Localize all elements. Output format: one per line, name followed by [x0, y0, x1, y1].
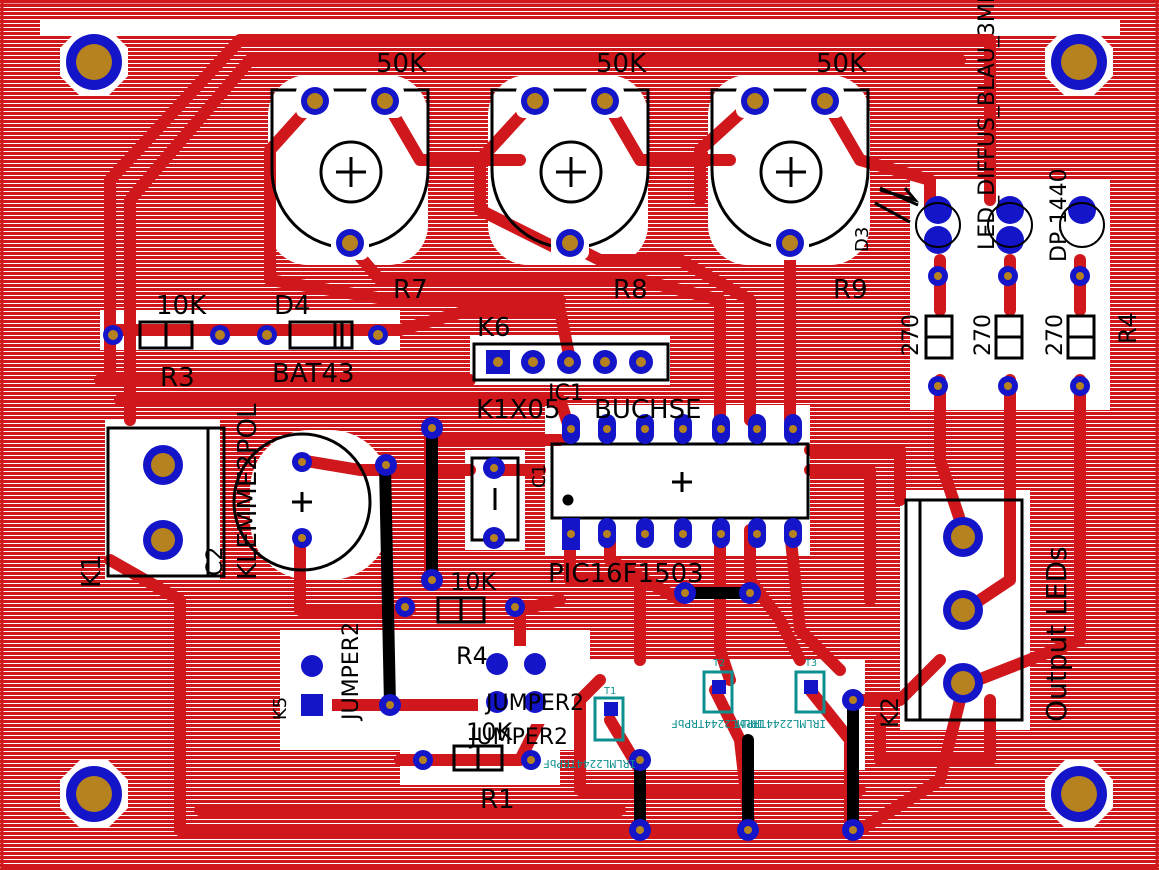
label-t1-value: IRLML2244TRPbF — [543, 757, 636, 770]
label-ic-value: PIC16F1503 — [548, 559, 704, 589]
label-buchse: BUCHSE — [594, 395, 702, 425]
k2-outline — [904, 498, 1024, 722]
label-k6: K6 — [477, 313, 511, 343]
label-t2-value: IRLML2244TRPbF — [671, 717, 764, 730]
k6-outline — [472, 342, 670, 382]
label-r9: R9 — [833, 275, 868, 305]
label-res-270-b: 270 — [971, 314, 996, 356]
label-k6-value: K1X05 — [476, 395, 561, 425]
label-k5: K5 — [270, 697, 291, 720]
pads — [103, 84, 1105, 841]
label-t3: T3 — [805, 658, 817, 669]
label-pot3-value: 50K — [816, 49, 867, 79]
label-t2: T2 — [713, 658, 725, 669]
label-d4: D4 — [274, 291, 311, 321]
mounting-hole-top-left — [60, 28, 128, 96]
mounting-hole-bottom-left — [60, 760, 128, 828]
ic1-outline — [550, 442, 810, 520]
t3-outline — [794, 670, 826, 714]
pad-group-k6 — [486, 350, 653, 374]
label-jumper-mid-a: JUMPER2 — [484, 691, 584, 716]
label-r3-value: 10K — [156, 291, 207, 321]
t1-outline — [593, 696, 625, 742]
label-res-270-c: 270 — [1043, 314, 1068, 356]
label-k1: K1 — [77, 554, 107, 588]
label-t1: T1 — [604, 686, 616, 697]
c2-outline — [232, 432, 372, 572]
transistors — [593, 670, 826, 742]
label-jumper-k5: JUMPER2 — [339, 622, 364, 722]
label-res-270-a: 270 — [899, 314, 924, 356]
label-pot2-value: 50K — [596, 49, 647, 79]
transistor-labels: T1 IRLML2244TRPbF T2 IRLML2244TRPbF T3 I… — [543, 658, 826, 770]
label-r7: R7 — [393, 275, 428, 305]
d4-body — [288, 320, 354, 350]
pad-group-k2 — [943, 517, 983, 703]
label-jumper-mid-b: JUMPER2 — [468, 725, 568, 750]
label-ic1: IC1 — [548, 381, 584, 406]
label-pot1-value: 50K — [376, 49, 427, 79]
mounting-holes — [60, 28, 1113, 828]
label-r4-left-value: 10K — [450, 568, 498, 596]
label-output-leds: Output LEDs — [1040, 546, 1073, 722]
label-r4-right: R4 — [1114, 312, 1142, 344]
label-k2: K2 — [876, 697, 904, 728]
label-k1-value: KLEMME2POL — [233, 403, 263, 580]
k1-outline — [106, 426, 226, 578]
mounting-hole-bottom-right — [1045, 760, 1113, 828]
pad-group-ic1 — [562, 414, 802, 550]
label-led-dp: DP-1440 — [1047, 168, 1072, 262]
led-outlines — [915, 202, 1105, 248]
mounting-hole-top-right — [1045, 28, 1113, 96]
pad-group-jumpers — [292, 646, 818, 724]
pad-group-k1 — [143, 445, 183, 560]
label-r4-left: R4 — [456, 642, 488, 670]
label-d3: D3 — [852, 227, 873, 252]
label-d4-value: BAT43 — [272, 359, 355, 389]
label-r8: R8 — [613, 275, 648, 305]
label-c1: C1 — [529, 464, 550, 488]
label-c2: C2 — [203, 547, 228, 576]
label-r1-value: 10K — [466, 718, 514, 746]
label-r3: R3 — [160, 363, 195, 393]
pad-group-pots — [296, 84, 844, 260]
silk-labels: 50K 50K 50K R7 R8 R9 D3 10K R3 D4 BAT43 … — [77, 0, 1142, 815]
label-t3-value: IRLML2244TRPbF — [733, 717, 826, 730]
label-r1: R1 — [480, 785, 515, 815]
t2-outline — [702, 670, 734, 714]
label-led-diffus: LED_DIFFUS_BLAU_3MM — [975, 0, 1000, 250]
